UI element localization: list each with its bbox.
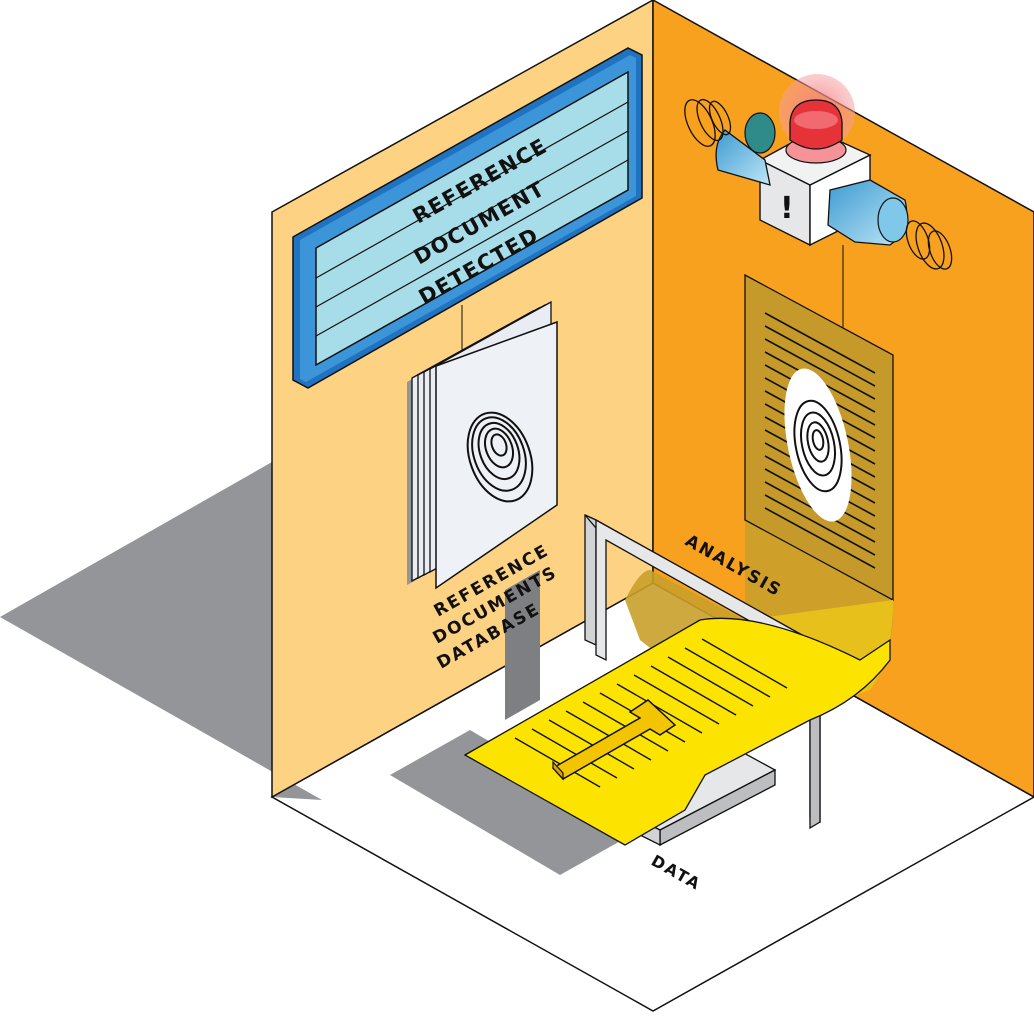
alarm-light-icon (786, 100, 846, 163)
alarm-symbol: ! (780, 191, 794, 226)
